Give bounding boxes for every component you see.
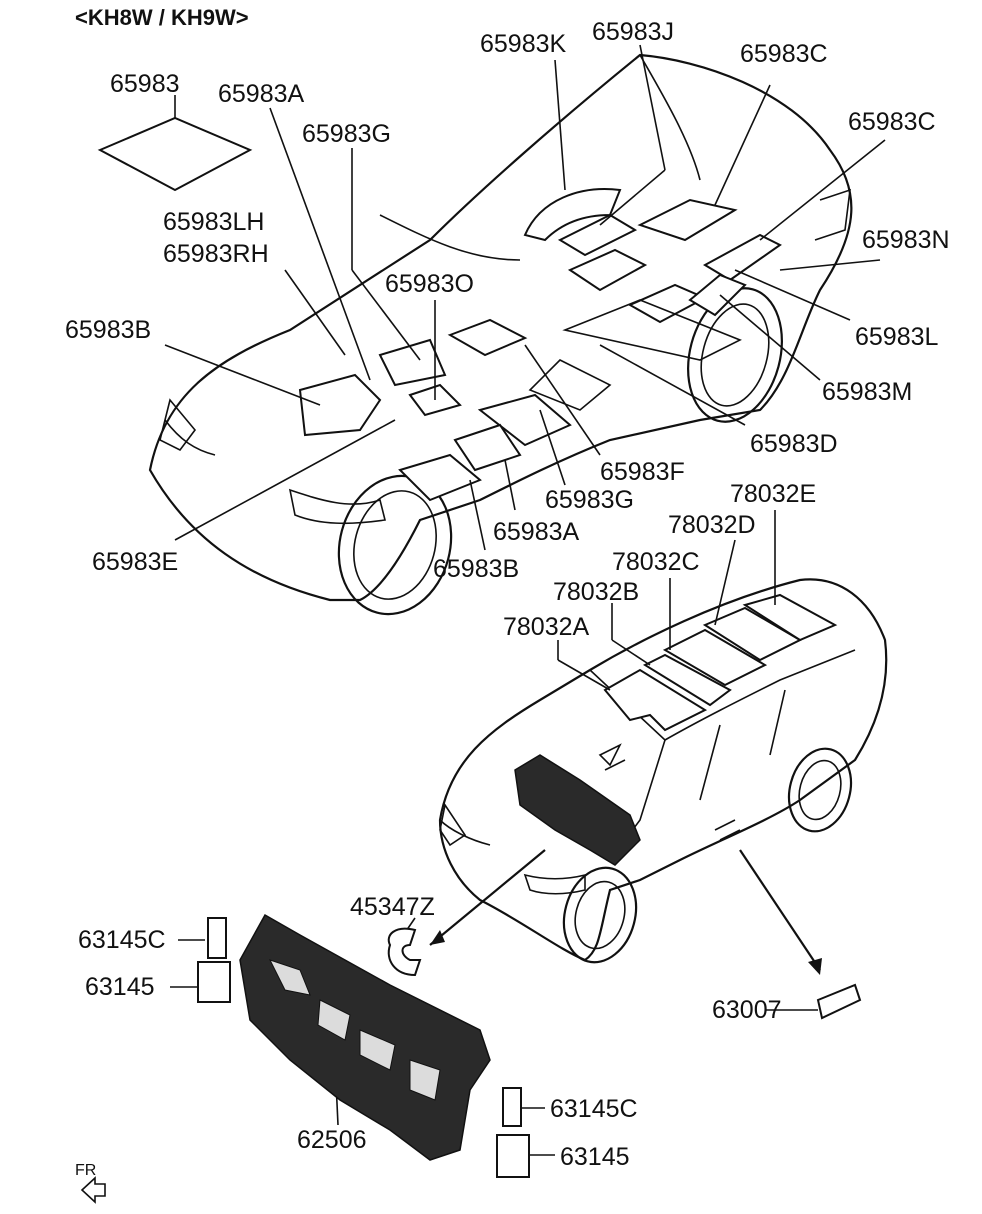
pad-78032A [603, 668, 708, 732]
pad-mid-1 [567, 248, 648, 292]
callout-65983C-1: 65983C [740, 40, 828, 68]
callout-65983M: 65983M [822, 378, 912, 406]
pad-65983C-1 [637, 198, 738, 242]
part-63145C-left [207, 917, 227, 959]
callout-45347Z: 45347Z [350, 893, 435, 921]
callout-65983B: 65983B [65, 316, 151, 344]
callout-65983A: 65983A [218, 80, 305, 108]
callout-62506: 62506 [297, 1126, 367, 1154]
callout-65983C-2: 65983C [848, 108, 936, 136]
callout-63145-right: 63145 [560, 1143, 630, 1171]
callout-63145C-left: 63145C [78, 926, 166, 954]
callout-78032B: 78032B [553, 578, 639, 606]
callout-65983: 65983 [110, 70, 180, 98]
pad-65983M [688, 273, 747, 317]
part-63145C-right [502, 1087, 522, 1127]
callout-65983K: 65983K [480, 30, 567, 58]
callout-65983D: 65983D [750, 430, 838, 458]
lower-callouts: 78032E 78032D 78032C 78032B 78032A 45347… [78, 480, 816, 1171]
pad-65983F [447, 318, 528, 357]
lower-vehicle-outline [438, 578, 888, 964]
pad-78032E [742, 593, 838, 642]
callout-65983A-mid: 65983A [493, 518, 580, 546]
part-63145-right [496, 1134, 530, 1178]
part-63007 [816, 983, 862, 1020]
lower-leader-lines [170, 510, 822, 1156]
model-header: <KH8W / KH9W> [75, 5, 249, 30]
callout-65983E: 65983E [92, 548, 178, 576]
upper-callouts: 65983 65983A 65983G 65983LH 65983RH 6598… [65, 18, 950, 583]
front-mark-label: FR [75, 1162, 96, 1179]
callout-65983F: 65983F [600, 458, 685, 486]
pad-78032C [662, 628, 768, 687]
pad-65983K [523, 188, 622, 242]
pad-78032B [642, 653, 732, 707]
pad-65983J [557, 213, 638, 257]
upper-vehicle-outline [148, 53, 853, 616]
callout-65983J: 65983J [592, 18, 674, 46]
roof-insulation-pads [603, 593, 838, 732]
callout-63145-left: 63145 [85, 973, 155, 1001]
callout-78032E: 78032E [730, 480, 816, 508]
callout-63145C-right: 63145C [550, 1095, 638, 1123]
callout-78032A: 78032A [503, 613, 590, 641]
pad-65983B [298, 373, 382, 437]
callout-65983RH: 65983RH [163, 240, 269, 268]
part-45347Z [387, 927, 422, 977]
part-63145-left [197, 961, 231, 1003]
pad-65983G [378, 338, 447, 387]
callout-78032C: 78032C [612, 548, 700, 576]
front-arrow-icon [80, 1176, 106, 1204]
dash-panel-62506 [239, 913, 491, 1161]
callout-65983O: 65983O [385, 270, 474, 298]
callout-65983G: 65983G [302, 120, 391, 148]
callout-78032D: 78032D [668, 511, 756, 539]
callout-65983G-mid: 65983G [545, 486, 634, 514]
callout-65983LH: 65983LH [163, 208, 264, 236]
pad-mid-2 [627, 283, 708, 324]
callout-65983B-mid: 65983B [433, 555, 519, 583]
callout-63007: 63007 [712, 996, 782, 1024]
front-direction-marker: FR [75, 1162, 106, 1204]
callout-65983N: 65983N [862, 226, 950, 254]
small-parts [197, 917, 862, 1178]
upper-leader-lines [164, 44, 886, 551]
floor-insulation-pads [97, 116, 782, 502]
pad-65983 [97, 116, 253, 192]
pad-65983A [453, 423, 522, 472]
pad-65983B-2 [398, 453, 482, 502]
callout-65983L: 65983L [855, 323, 939, 351]
